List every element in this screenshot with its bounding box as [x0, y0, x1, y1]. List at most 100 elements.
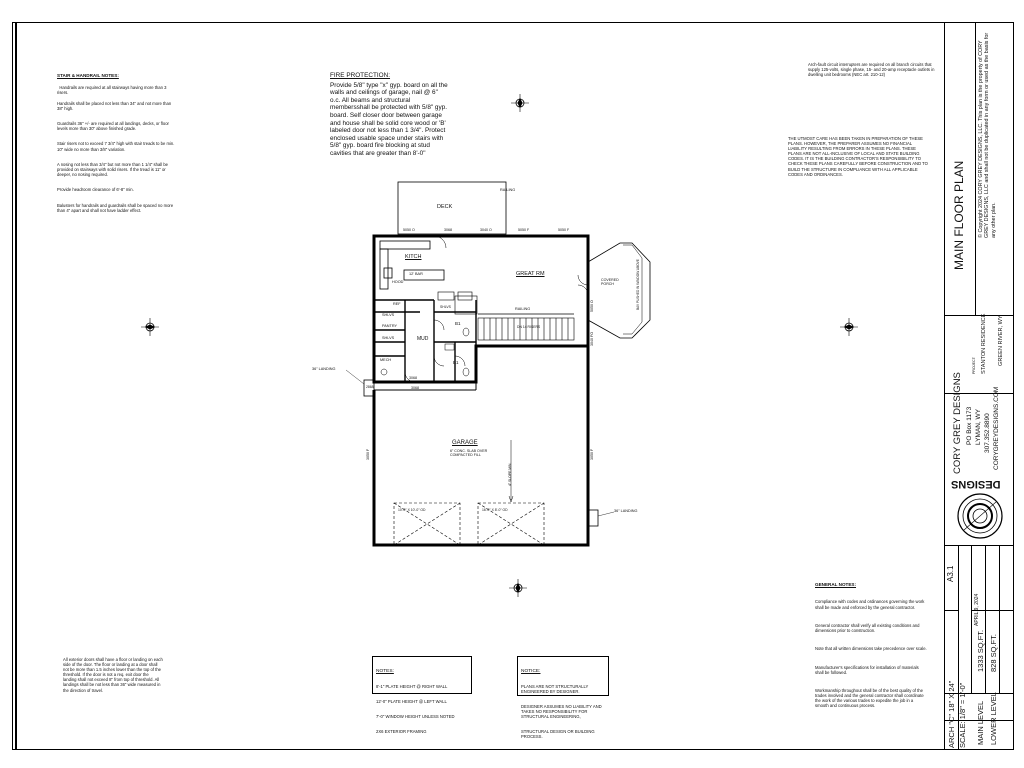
structural-notice-line: PLANS ARE NOT STRUCTURALLY ENGINEERED BY…: [521, 684, 590, 694]
framing-note-line: 8'-1" PLATE HEIGHT @ RIGHT WALL: [376, 684, 448, 689]
exterior-doors-note: All exterior doors shall have a floor or…: [63, 657, 165, 693]
deck-outline: [397, 181, 507, 235]
label-shlvs-1: SHLVS: [382, 313, 395, 317]
label-garage-door-2: 16'-0" X 8'-0" OD: [482, 508, 508, 512]
label-landing-left: 36" LANDING: [312, 367, 336, 371]
reference-marker-right: [840, 318, 858, 336]
framing-note-line: 12'-0" PLATE HEIGHT @ LEFT WALL: [376, 699, 447, 704]
lower-level-sqft: 828 SQ.FT.: [989, 634, 998, 672]
label-down: DN 14 RISERS: [517, 325, 541, 329]
covered-porch-outline: [587, 242, 651, 339]
stair-note-line: Provide headroom clearance of 6'-8" min.: [57, 187, 134, 193]
titleblock-rule: [944, 315, 1014, 316]
label-pantry: PANTRY: [382, 324, 398, 328]
label-mech: MECH: [380, 358, 392, 362]
garage-wall: [372, 346, 590, 547]
label-shlvs-2: SHLVS: [382, 336, 395, 340]
general-note-paragraph: Compliance with codes and ordinances gov…: [815, 599, 926, 610]
titleblock-col: [971, 545, 972, 693]
label-ref: REF: [393, 302, 401, 306]
landing-right: [587, 509, 599, 527]
copyright-notice: © Copyright 2024 CORY GREY DESIGNS, LLC.…: [978, 32, 997, 238]
general-note-paragraph: Note that all written dimensions take pr…: [815, 646, 927, 652]
label-door-3068-b: 3068: [409, 376, 417, 380]
label-door-3068-c: 3068: [411, 386, 419, 390]
titleblock-col: [958, 545, 959, 750]
label-window-3040: 3040 O: [480, 228, 492, 232]
paper-size: ARCH "C" 18" X 24": [947, 680, 956, 748]
stair: [477, 313, 575, 341]
stair-note-line: A nosing not less than 3/4" but not more…: [57, 161, 170, 177]
label-hood: HOOD: [392, 280, 404, 284]
stair-notes-heading: STAIR & HANDRAIL NOTES:: [57, 73, 119, 79]
fire-protection-heading: FIRE PROTECTION:: [330, 72, 391, 79]
label-garage: GARAGE: [452, 440, 478, 446]
label-shlvs-3: SHLVS: [440, 305, 451, 309]
project-location: GREEN RIVER, WY: [998, 315, 1004, 366]
label-landing-right: 36" LANDING: [614, 509, 638, 513]
general-notes: GENERAL NOTES: Compliance with codes and…: [815, 572, 927, 713]
framing-notes-box: NOTES: 8'-1" PLATE HEIGHT @ RIGHT WALL 1…: [372, 656, 472, 734]
general-note-paragraph: Workmanship throughout shall be of the b…: [815, 687, 925, 709]
company-address-2: LYMAN, WY: [975, 409, 982, 445]
label-window-3050-right: 3050 F: [590, 448, 594, 460]
stair-note-line: Guardrails 36" +/- are required at all l…: [57, 121, 171, 132]
label-railing-stair: RAILING: [515, 307, 531, 311]
titleblock-rule: [944, 720, 1014, 721]
label-kitch: KITCH: [405, 254, 422, 260]
sheet-border: [12, 22, 1014, 750]
structural-notice-line: STRUCTURAL DESIGN OR BUILDING PROCESS.: [521, 729, 596, 739]
project-name: STANTON RESIDENCE: [981, 313, 987, 374]
company-name: CORY GREY DESIGNS: [952, 372, 963, 474]
garage-doors: [393, 502, 545, 546]
reference-marker-bottom: [509, 579, 527, 597]
sheet-date: APRIL 9, 2024: [974, 593, 980, 626]
label-railing-top: RAILING: [500, 188, 516, 192]
titleblock-col: [985, 545, 986, 693]
framing-note-line: 7'-0" WINDOW HEIGHT UNLESS NOTED: [376, 714, 455, 719]
label-bath-1: B1: [455, 321, 461, 326]
label-covered-porch: COVERED PORCH: [601, 278, 619, 286]
label-garage-slab: 6" CONC. SLAB OVER COMPACTED FILL: [450, 449, 488, 458]
label-bar: 12' BAR: [409, 272, 423, 276]
sheet-title: MAIN FLOOR PLAN: [952, 160, 966, 270]
structural-notice-line: DESIGNER ASSUMES NO LIABILITY AND TAKES …: [521, 704, 603, 719]
label-deck: DECK: [437, 204, 453, 210]
label-window-5050-o: 5050 O: [403, 228, 415, 232]
door-swings: [404, 235, 589, 383]
kitchen-counters: [379, 240, 445, 290]
label-door-3068: 3068: [444, 228, 452, 232]
stair-note-line: Balusters for handrails and guardrails s…: [57, 202, 175, 213]
company-address-1: PO Box 1173: [966, 406, 973, 445]
titleblock-divider-inner: [975, 22, 976, 315]
stair-note-line: Handrails are required at all stairways …: [57, 85, 168, 96]
label-great-rm: GREAT RM: [516, 271, 545, 277]
titleblock-cell-rule: [944, 610, 958, 611]
reference-marker-top: [511, 94, 529, 112]
titleblock-divider-left: [944, 22, 945, 750]
afci-note: Arch-fault circuit interrupters are requ…: [808, 62, 936, 78]
titleblock-rule: [944, 545, 1014, 546]
label-garage-door-1: 10'-0" X 10'-0" OD: [398, 508, 426, 512]
company-web: CORYGREYDESIGNS.COM: [993, 386, 1000, 470]
main-level-label: MAIN LEVEL: [976, 700, 985, 745]
stair-note-line: Handrails shall be placed not less than …: [57, 100, 173, 111]
stair-handrail-notes: STAIR & HANDRAIL NOTES: Handrails are re…: [57, 63, 177, 218]
titleblock-rule: [944, 393, 1014, 394]
structural-notice-box: NOTICE: PLANS ARE NOT STRUCTURALLY ENGIN…: [517, 656, 609, 739]
project-label: PROJECT:: [972, 356, 976, 374]
framing-notes-heading: NOTES:: [376, 669, 394, 674]
landing-left: [363, 379, 375, 397]
structural-notice-heading: NOTICE:: [521, 669, 541, 674]
general-note-paragraph: General contractor shall verify all exis…: [815, 622, 921, 633]
reference-marker-left: [141, 318, 159, 336]
stair-note-line: Stair risers not to exceed 7 3/4" high w…: [57, 141, 176, 152]
main-level-sqft: 1333 SQ.FT.: [976, 629, 985, 672]
label-window-5050-f2: 5050 F: [558, 228, 570, 232]
sheet-binding-edge: [15, 22, 17, 750]
fire-protection-notes: FIRE PROTECTION: Provide 5/8" type "x" g…: [330, 72, 448, 158]
label-window-5050-side: 5050 O: [590, 300, 594, 312]
titleblock-rule: [944, 693, 1014, 694]
sheet-number: A3.1: [946, 565, 955, 582]
label-window-3050-left: 3050 F: [366, 448, 370, 460]
